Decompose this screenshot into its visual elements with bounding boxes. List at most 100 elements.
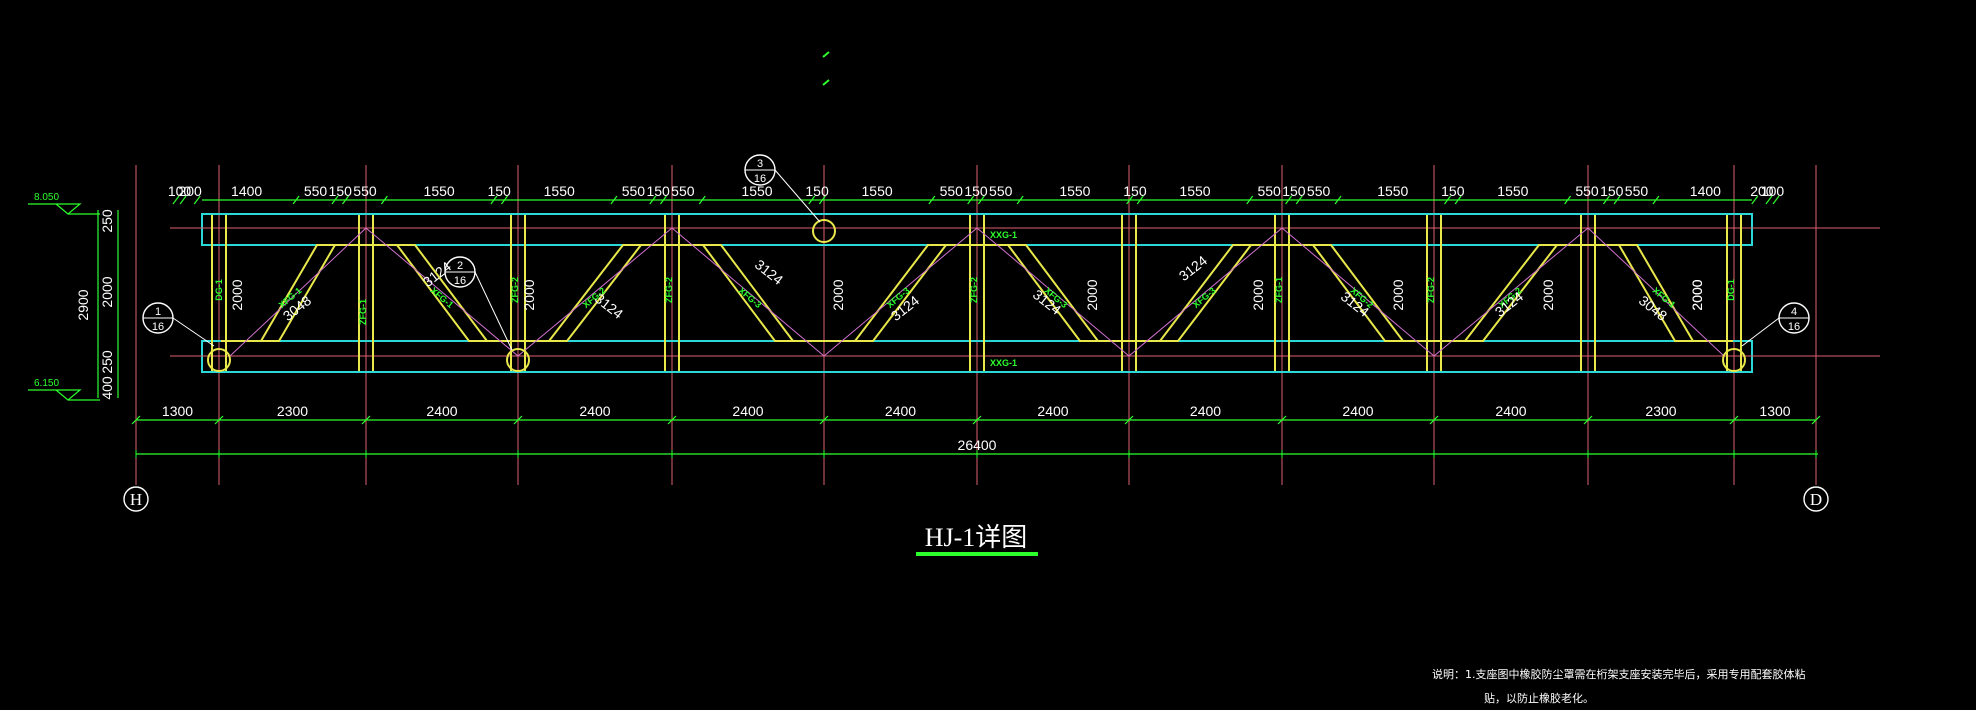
top-dim-tick xyxy=(1564,195,1572,205)
post-height-label: 2000 xyxy=(1689,279,1705,310)
left-dimensions xyxy=(97,210,119,398)
member-tag: ZFG-1 xyxy=(1274,277,1284,303)
top-dim-tick xyxy=(1295,195,1303,205)
bay-dimension-label: 2400 xyxy=(1342,403,1373,419)
top-dimension-label: 550 xyxy=(1625,183,1649,199)
diagonal-member xyxy=(527,244,681,342)
top-dimension-label: 150 xyxy=(1441,183,1465,199)
top-dim-tick xyxy=(967,195,975,205)
top-dimension-label: 550 xyxy=(622,183,646,199)
bay-dim-tick xyxy=(1429,415,1439,425)
bay-dim-tick xyxy=(819,415,829,425)
stray-mark-2 xyxy=(822,79,830,86)
member-tag: DG-1 xyxy=(1726,279,1736,301)
left-dim-top: 250 xyxy=(99,209,115,233)
top-dim-tick xyxy=(1246,195,1254,205)
post-height-label: 2000 xyxy=(830,279,846,310)
diagonal-length-label: 3124 xyxy=(752,256,787,288)
bay-dimension-label: 2400 xyxy=(426,403,457,419)
top-dimension-label: 1550 xyxy=(1377,183,1408,199)
top-dim-tick xyxy=(1126,195,1134,205)
top-dim-tick xyxy=(331,195,339,205)
member-tag: ZFG-2 xyxy=(969,277,979,303)
top-dimension-label: 200 xyxy=(178,183,202,199)
top-dimension-label: 100 xyxy=(168,183,192,199)
diagonal-member xyxy=(681,244,833,342)
post-height-label: 2000 xyxy=(1390,279,1406,310)
bay-dimension-line xyxy=(131,415,1821,458)
callout-2-sheet: 16 xyxy=(454,275,466,287)
callout-2-num: 2 xyxy=(457,260,463,272)
top-dim-tick xyxy=(1772,195,1780,205)
callout-1: 1 16 xyxy=(142,302,215,347)
top-dim-tick xyxy=(292,195,300,205)
top-dimension-label: 1550 xyxy=(544,183,575,199)
top-dimension-label: 550 xyxy=(671,183,695,199)
top-dim-tick xyxy=(698,195,706,205)
bay-dim-tick xyxy=(214,415,224,425)
diagonal-member xyxy=(375,244,527,342)
total-dimension: 26400 xyxy=(958,437,997,453)
bay-dimension-label: 2400 xyxy=(885,403,916,419)
top-dimension-label: 150 xyxy=(1282,183,1306,199)
top-dim-tick xyxy=(490,195,498,205)
bearing-circle-left xyxy=(207,348,231,372)
bearing-circle-top xyxy=(812,219,836,243)
top-dim-tick xyxy=(1652,195,1660,205)
top-dim-tick xyxy=(808,195,816,205)
member-tag: ZFG-2 xyxy=(510,277,520,303)
callout-3-sheet: 16 xyxy=(754,173,766,185)
top-dim-tick xyxy=(1454,195,1462,205)
top-dim-tick xyxy=(818,195,826,205)
left-dim-total: 2900 xyxy=(75,289,91,320)
diagonal-member xyxy=(1443,244,1597,342)
bay-dimension-label: 2400 xyxy=(579,403,610,419)
bay-dim-tick xyxy=(1583,415,1593,425)
top-dim-tick xyxy=(610,195,618,205)
top-dim-tick xyxy=(380,195,388,205)
elevation-top: 8.050 xyxy=(34,192,59,203)
top-dimension-label: 150 xyxy=(1123,183,1147,199)
top-dim-tick xyxy=(977,195,985,205)
top-dimension-label: 150 xyxy=(487,183,511,199)
top-dimension-label: 150 xyxy=(646,183,670,199)
bearing-circle-mid xyxy=(506,348,530,372)
top-dim-tick xyxy=(649,195,657,205)
bay-dimension-label: 1300 xyxy=(1759,403,1790,419)
post-height-label: 2000 xyxy=(229,279,245,310)
top-dimension-label: 1550 xyxy=(1059,183,1090,199)
member-tag: ZFG-2 xyxy=(1426,277,1436,303)
top-dim-tick xyxy=(500,195,508,205)
top-dimension-label: 550 xyxy=(353,183,377,199)
bay-dim-tick xyxy=(131,415,141,425)
callout-4-num: 4 xyxy=(1791,306,1797,318)
elevation-bottom: 6.150 xyxy=(34,378,59,389)
stray-mark-1 xyxy=(822,51,830,58)
top-dim-tick xyxy=(179,195,187,205)
top-dim-tick xyxy=(172,195,180,205)
diagonal-member xyxy=(1291,244,1443,342)
top-dimension-label: 1400 xyxy=(1690,183,1721,199)
top-dim-tick xyxy=(1334,195,1342,205)
top-dimension-label: 1550 xyxy=(862,183,893,199)
diagonal-member xyxy=(833,244,986,342)
bay-dim-tick xyxy=(1277,415,1287,425)
bearing-circle-right xyxy=(1722,348,1746,372)
post-height-label: 2000 xyxy=(1540,279,1556,310)
bay-dimension-label: 2400 xyxy=(732,403,763,419)
top-dim-tick xyxy=(1136,195,1144,205)
top-dimension-label: 550 xyxy=(989,183,1013,199)
top-dimension-label: 550 xyxy=(940,183,964,199)
member-tag: ZFG-1 xyxy=(358,299,368,325)
top-dimension-label: 1550 xyxy=(741,183,772,199)
bay-dim-tick xyxy=(361,415,371,425)
diagonal-centerline xyxy=(517,227,673,357)
axis-bubble-left: H xyxy=(123,486,149,512)
elevation-mark-top xyxy=(28,203,82,215)
top-dimension-label: 150 xyxy=(964,183,988,199)
top-dimension-label: 200 xyxy=(1750,183,1774,199)
bay-dim-tick xyxy=(972,415,982,425)
